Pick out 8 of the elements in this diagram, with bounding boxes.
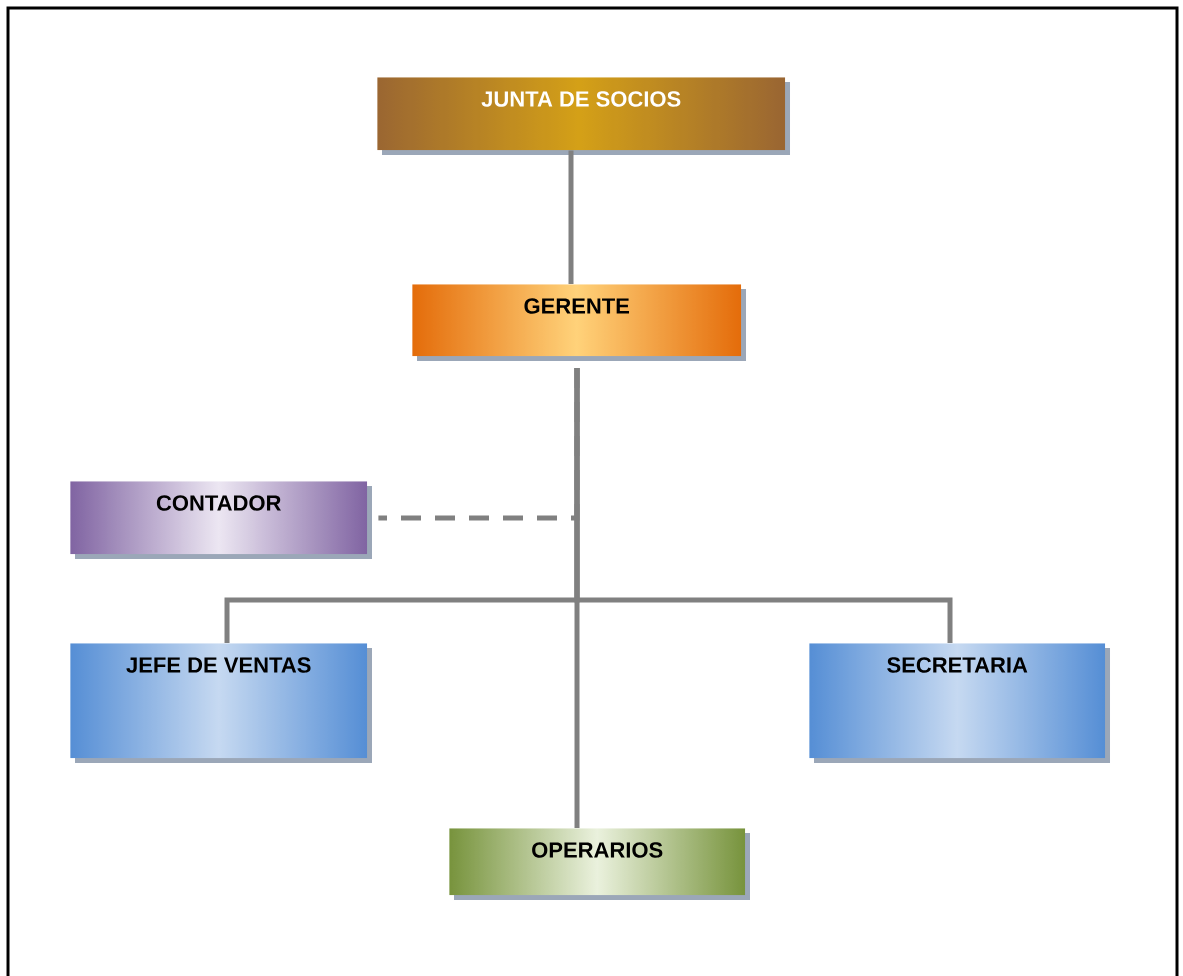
org-box: GERENTE	[412, 284, 746, 361]
org-box: OPERARIOS	[449, 828, 750, 900]
connector-line	[568, 150, 574, 284]
org-box: SECRETARIA	[809, 643, 1110, 763]
org-box: JUNTA DE SOCIOS	[377, 77, 790, 155]
org-box: JEFE DE VENTAS	[70, 643, 372, 763]
connector-line	[574, 368, 580, 828]
org-box: CONTADOR	[70, 481, 372, 559]
